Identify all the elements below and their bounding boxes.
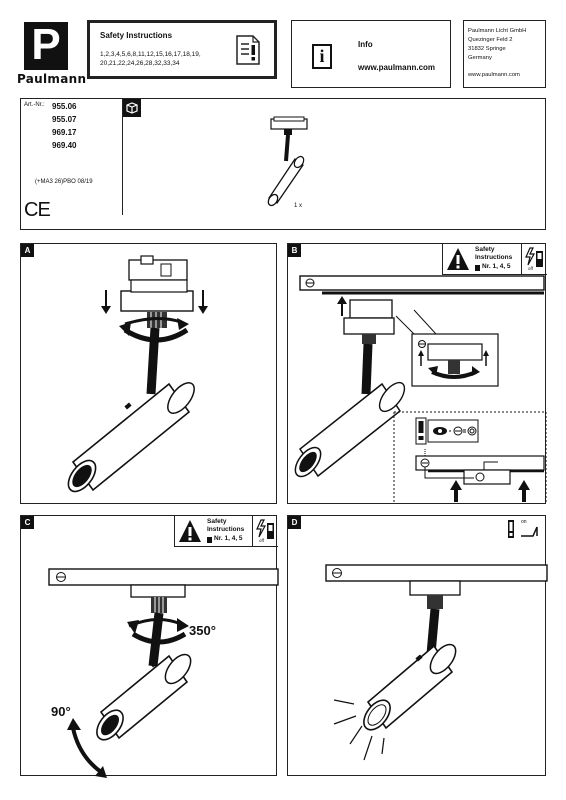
safety-line-2: 20,21,22,24,26,28,32,33,34 [100,60,180,67]
warning-ref: Nr. 1, 4, 5 [482,263,511,270]
article-number-1: 955.06 [52,102,77,111]
logo-letter: P [31,20,61,69]
panel-a: A [20,243,277,504]
article-box: Art.-Nr.: 955.06 955.07 969.17 969.40 (+… [20,98,546,230]
info-title: Info [358,40,373,49]
info-box: i Info www.paulmann.com [291,20,451,88]
address-line-3: 31832 Springe [468,46,506,52]
warning-title-2: Instructions [475,254,513,261]
panel-b-warning: Safety Instructions Nr. 1, 4, 5 off [442,244,547,275]
logo-mark [24,22,68,70]
panel-a-letter: A [21,244,34,257]
tilt-label: 90° [51,704,71,719]
panel-b-letter: B [288,244,301,257]
safety-title: Safety Instructions [100,31,173,40]
panel-b: B Safety Instructions Nr. 1, 4, 5 off [287,243,547,504]
article-number-2: 955.07 [52,115,77,124]
address-line-1: Paulmann Licht GmbH [468,28,527,34]
article-number-4: 969.40 [52,141,77,150]
panel-b-illustration [294,275,547,502]
warning-title: Safety [475,246,495,253]
article-label: Art.-Nr.: [24,102,45,108]
panel-c-illustration [48,568,279,778]
safety-line-1: 1,2,3,4,5,6,8,11,12,15,16,17,18,19, [100,51,201,58]
book-icon [475,265,480,271]
power-switch-icon [256,519,274,539]
switch-state: on [521,519,527,525]
switch-state: off [528,266,533,271]
panel-c: C Safety Instructions Nr. 1, 4, 5 off [20,515,279,778]
article-code: (+MA3 26)PBO 08/19 [35,179,93,185]
quantity-label: 1 x [294,203,303,209]
power-on-icon [508,520,538,538]
ce-mark: CE [24,199,51,221]
panel-d: D on [287,515,548,776]
info-url[interactable]: www.paulmann.com [358,63,436,72]
safety-instructions-box: Safety Instructions 1,2,3,4,5,6,8,11,12,… [87,20,277,79]
panel-a-illustration [67,255,208,493]
switch-state: off [259,538,264,543]
address-line-2: Quezinger Feld 2 [468,37,513,43]
warning-title-2: Instructions [207,526,245,533]
book-icon [207,537,212,543]
rotation-label: 350° [189,623,216,638]
address-web[interactable]: www.paulmann.com [468,72,520,78]
panel-c-letter: C [21,516,34,529]
info-icon: i [312,44,332,69]
panel-d-letter: D [288,516,301,529]
package-icon [123,99,141,117]
warning-ref: Nr. 1, 4, 5 [214,535,243,542]
address-box: Paulmann Licht GmbH Quezinger Feld 2 318… [463,20,546,88]
brand-name: Paulmann [17,72,87,86]
document-warning-icon [236,35,260,65]
power-switch-icon [525,247,543,267]
address-line-4: Germany [468,55,492,61]
warning-title: Safety [207,518,227,525]
warning-triangle-icon [179,520,201,542]
panel-c-warning: Safety Instructions Nr. 1, 4, 5 off [174,516,278,547]
warning-triangle-icon [447,248,469,270]
article-divider [122,99,123,215]
article-number-3: 969.17 [52,128,77,137]
brand-logo: P Paulmann [17,20,86,88]
panel-d-illustration [325,564,548,761]
product-spotlight-illustration [267,116,308,207]
